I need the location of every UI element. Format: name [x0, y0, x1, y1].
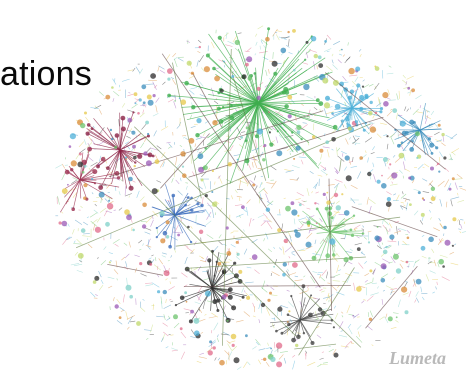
- network-graph: [55, 25, 466, 370]
- slide-title-fragment: ations: [0, 55, 92, 93]
- lumeta-watermark: Lumeta: [389, 348, 446, 368]
